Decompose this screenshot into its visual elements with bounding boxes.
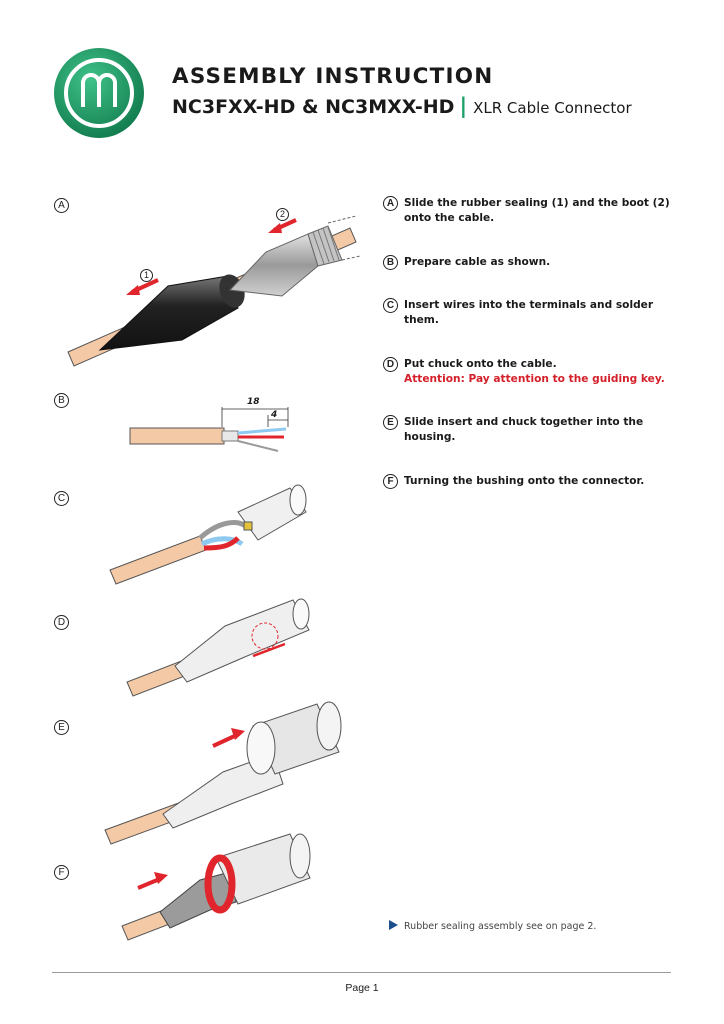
figure-label-b: B (54, 388, 69, 408)
figure-a-illustration (67, 215, 361, 367)
figure-label-e: E (54, 715, 69, 735)
play-arrow-icon (389, 920, 398, 930)
document-title: ASSEMBLY INSTRUCTION (172, 64, 494, 89)
figure-b-illustration (129, 407, 289, 452)
figure-c-illustration (109, 484, 307, 585)
figure-label-c: C (54, 486, 69, 506)
model-number: NC3FXX-HD & NC3MXX-HD (172, 96, 455, 118)
page-number: Page 1 (345, 982, 379, 994)
figure-label-d: D (54, 610, 69, 630)
document-subtitle: NC3FXX-HD & NC3MXX-HD| XLR Cable Connecto… (172, 94, 632, 118)
title-separator: | (459, 94, 468, 118)
figure-e-illustration (104, 701, 342, 845)
part-label-1: 1 (140, 263, 153, 282)
footer-divider (52, 972, 671, 973)
dimension-short: 4 (271, 410, 278, 420)
dimension-long: 18 (247, 397, 260, 407)
part-label-2: 2 (276, 202, 289, 221)
warning-text: Attention: Pay attention to the guiding … (404, 373, 665, 385)
neutrik-logo-icon (54, 48, 144, 138)
page-note: Rubber sealing assembly see on page 2. (389, 920, 596, 932)
figure-label-a: A (54, 193, 69, 213)
figure-label-f: F (54, 860, 69, 880)
product-description: XLR Cable Connector (473, 99, 632, 117)
figure-d-illustration (126, 598, 310, 697)
figure-f-illustration (121, 833, 311, 941)
